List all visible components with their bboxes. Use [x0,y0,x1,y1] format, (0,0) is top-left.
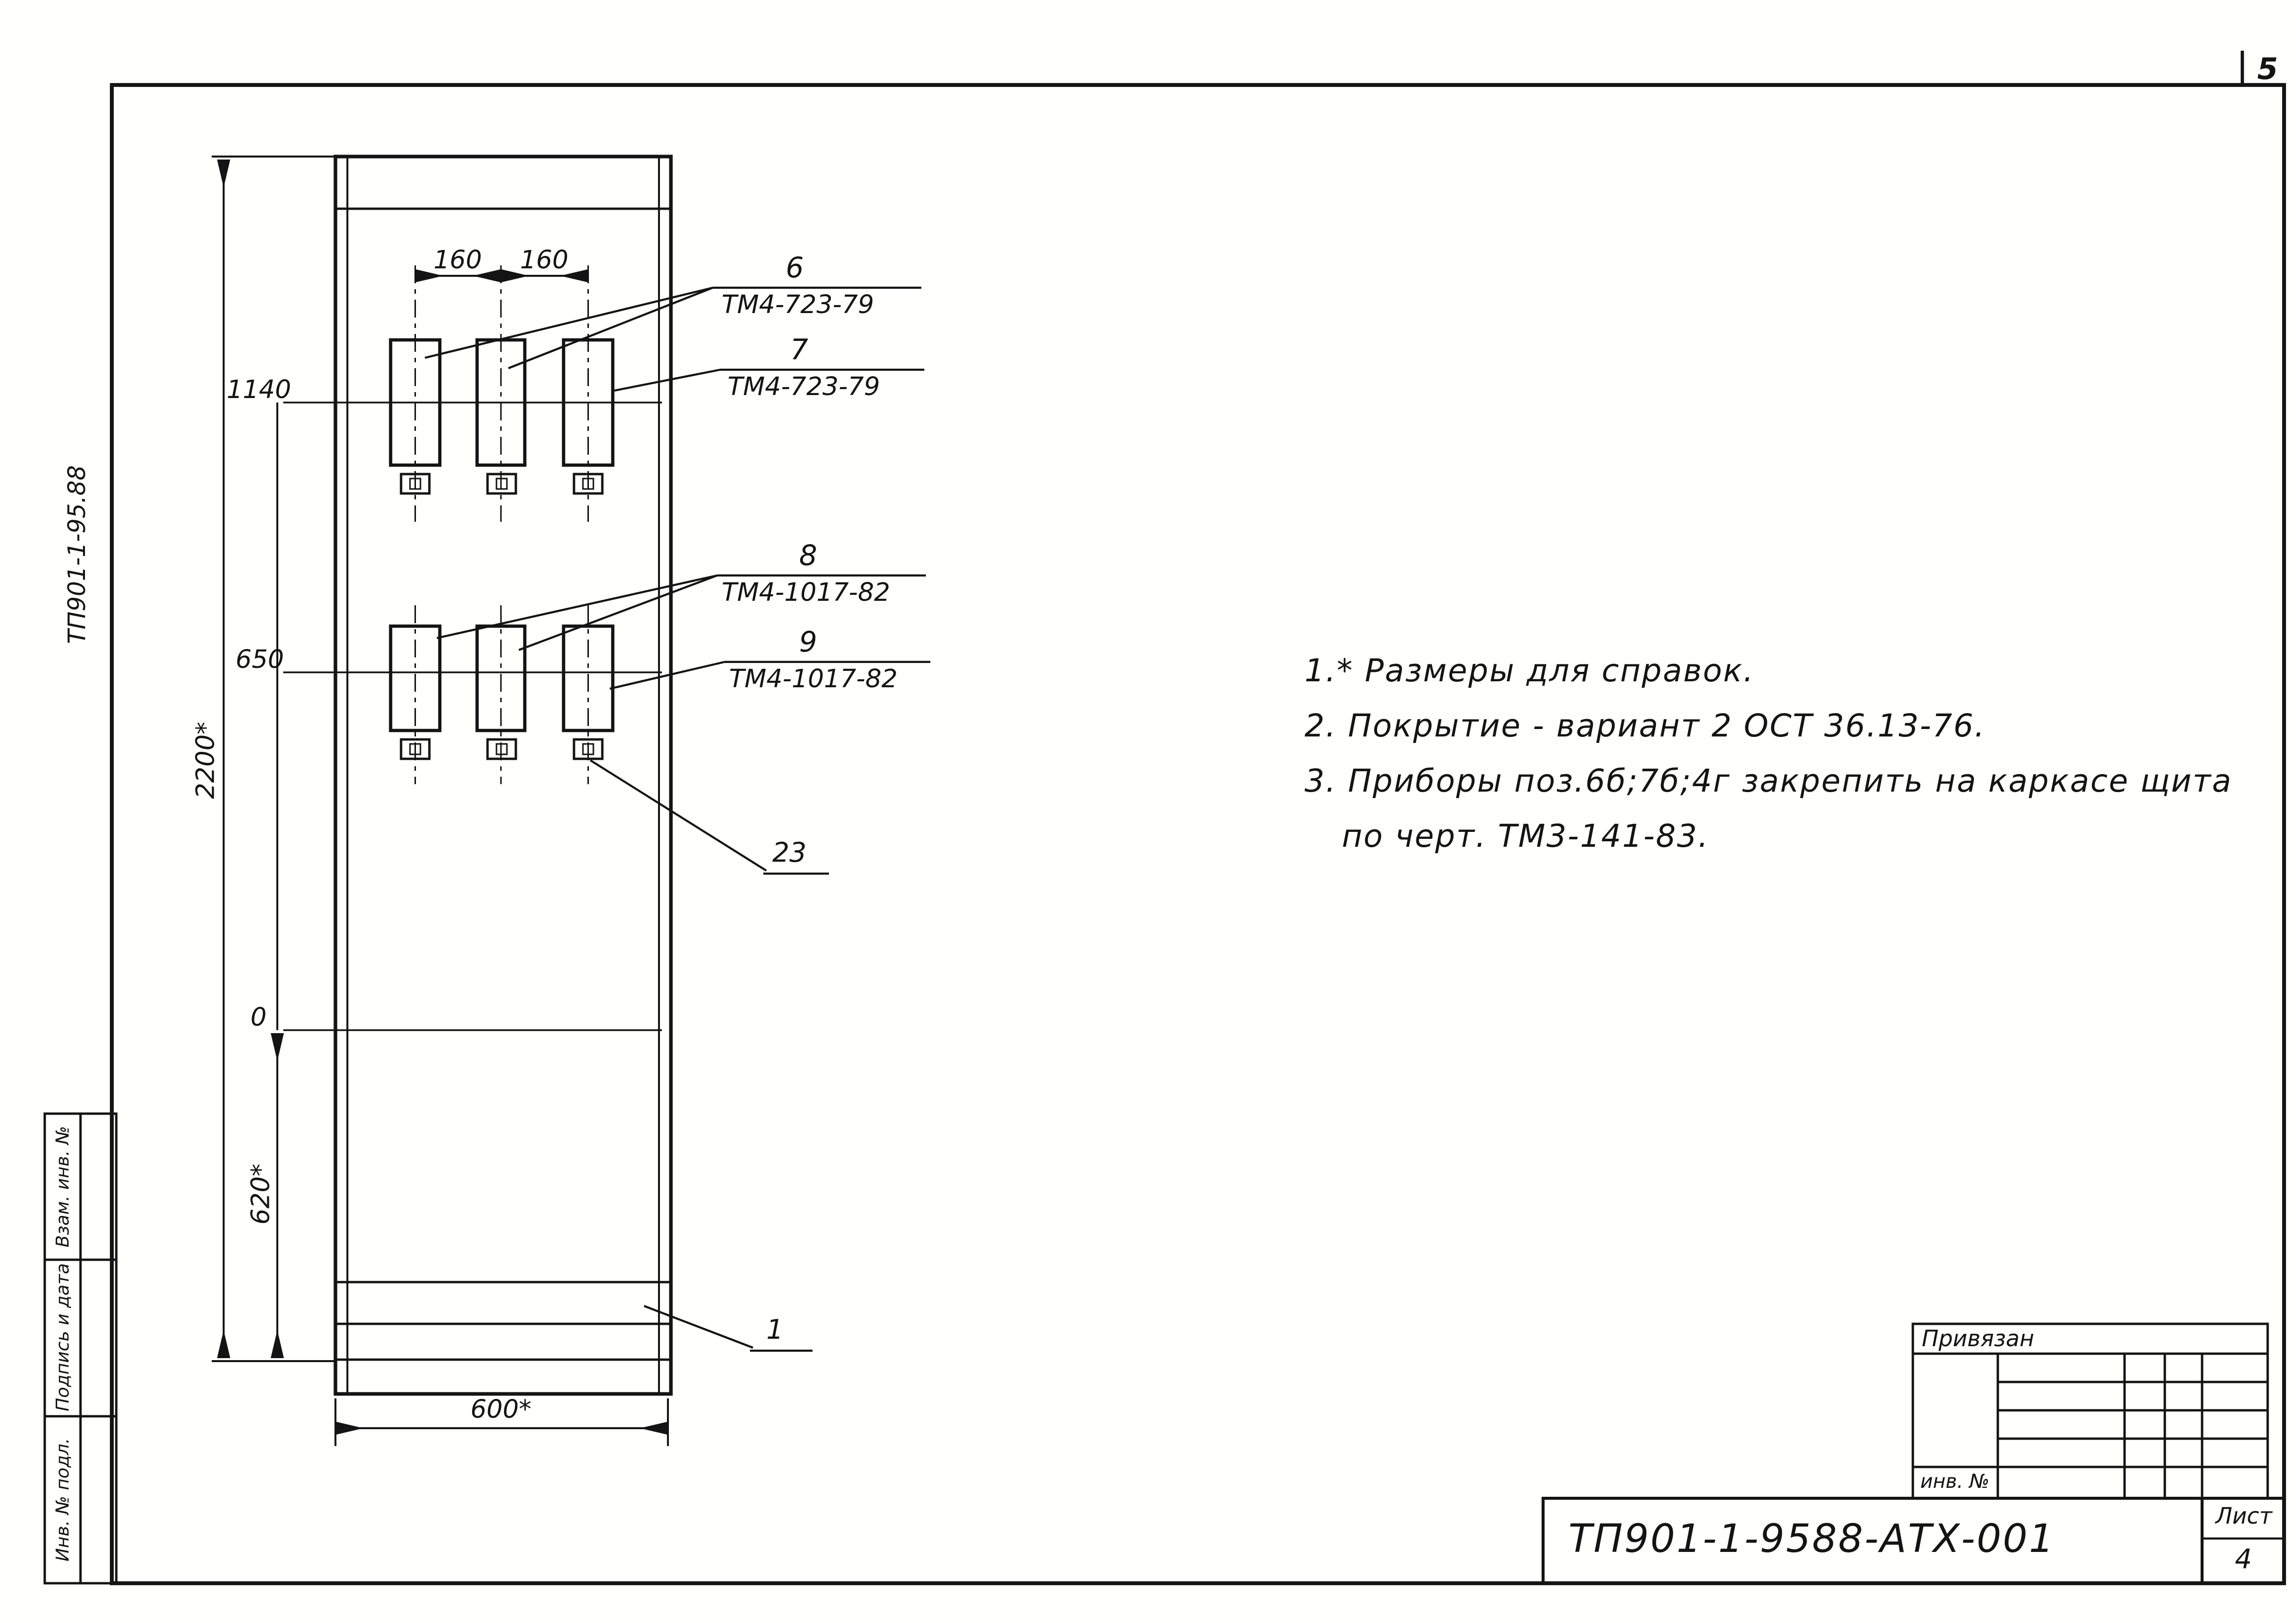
dim-1140: 1140 [227,376,291,406]
callout-6-pos: 6 [786,252,804,285]
callout-9-doc: ТМ4-1017-82 [729,665,898,695]
title-block-sheet-value: 4 [2235,1544,2252,1576]
dim-2200: 2200* [191,722,222,799]
dim-650: 650 [236,646,284,675]
margin-doc-code: ТП901-1-95.88 [63,465,91,644]
dim-600: 600* [470,1395,532,1425]
dim-160-right: 160 [520,246,569,276]
stamp-podpis-data: Подпись и дата [52,1263,73,1412]
stamp-inv-podl: Инв. № подл. [52,1438,73,1562]
level-lines [283,402,662,1031]
callout-6-doc: ТМ4-723-79 [722,291,874,321]
callout-leaders [424,286,930,1352]
note-3: 3. Приборы поз.6б;7б;4г закрепить на кар… [1305,763,2233,799]
binding-table-header: Привязан [1922,1325,2035,1352]
note-1: 1.* Размеры для справок. [1305,653,1755,689]
callout-7-pos: 7 [790,334,809,367]
callout-8-doc: ТМ4-1017-82 [722,578,891,608]
corner-sheet-number: 5 [2257,51,2278,86]
note-2: 2. Покрытие - вариант 2 ОСТ 36.13-76. [1305,708,1986,744]
instrument-row-bottom [389,624,615,760]
dim-160-left: 160 [433,246,482,276]
callout-23-pos: 23 [772,838,807,869]
dim-0: 0 [250,1003,267,1033]
note-3-continued: по черт. ТМ3-141-83. [1342,818,1710,854]
dimension-lines [212,156,669,1446]
stamp-vzam-inv: Взам. инв. № [52,1126,73,1248]
callout-9-pos: 9 [799,626,818,659]
title-block [1542,1497,2286,1585]
dim-620: 620* [246,1163,277,1225]
title-block-sheet-label: Лист [2215,1503,2273,1530]
left-stamp-boxes [43,1112,118,1585]
binding-table-inv-label: инв. № [1920,1471,1990,1494]
sheet-frame [110,51,2286,1585]
title-block-doc-number: ТП901-1-9588-АТХ-001 [1568,1518,2055,1562]
callout-8-pos: 8 [799,540,818,572]
callout-1-pos: 1 [766,1315,784,1346]
panel-outline [333,155,673,1396]
callout-7-doc: ТМ4-723-79 [728,373,880,403]
